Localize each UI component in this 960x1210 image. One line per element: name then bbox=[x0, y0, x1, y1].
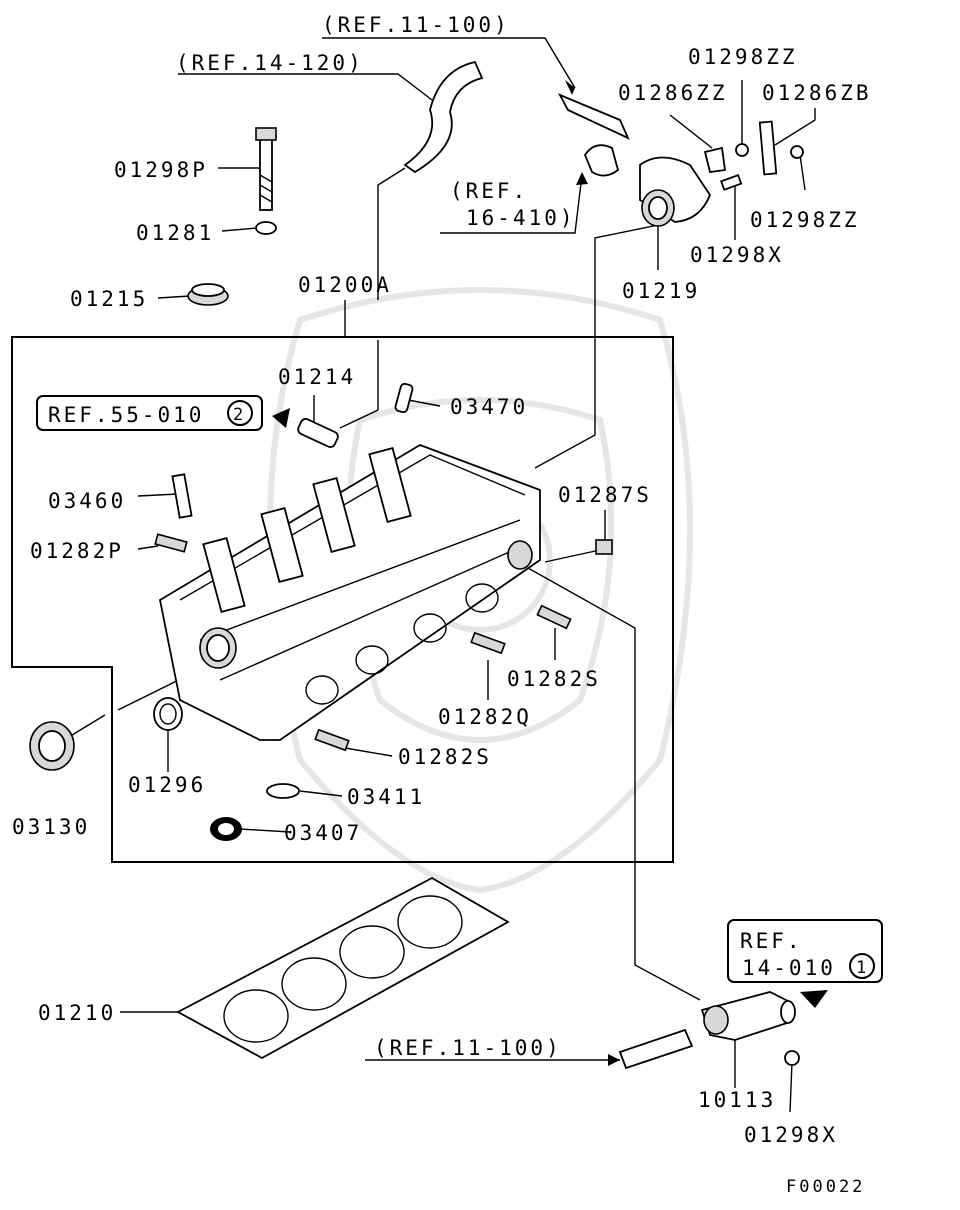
ring-01296 bbox=[153, 697, 183, 731]
ref-55-010-circle bbox=[227, 400, 253, 426]
water-inlet-10113 bbox=[700, 991, 796, 1041]
label-03460: 03460 bbox=[48, 489, 126, 513]
label-03470: 03470 bbox=[450, 395, 528, 419]
label-ref-16-410-a: (REF. bbox=[450, 179, 528, 203]
pin-03470 bbox=[394, 382, 414, 414]
head-gasket-01210 bbox=[176, 876, 510, 1060]
label-ref-55-010: REF.55-010 bbox=[48, 403, 204, 427]
oil-seal-03130 bbox=[29, 721, 75, 771]
ref-14-010-arrow bbox=[800, 990, 828, 1008]
label-01210: 01210 bbox=[38, 1001, 116, 1025]
bolt-01298x-top bbox=[720, 174, 743, 191]
label-01219: 01219 bbox=[622, 279, 700, 303]
label-01282q: 01282Q bbox=[438, 705, 532, 729]
hose-16-410 bbox=[583, 144, 620, 177]
figure-code: F00022 bbox=[786, 1177, 865, 1197]
plug-01287s bbox=[595, 539, 613, 555]
water-outlet-01219 bbox=[639, 156, 712, 227]
stud-01282s-right bbox=[536, 604, 572, 630]
label-01214: 01214 bbox=[278, 365, 356, 389]
label-01287s: 01287S bbox=[558, 483, 652, 507]
ref-14-010-box bbox=[727, 919, 883, 983]
label-ref-14-120: (REF.14-120) bbox=[176, 51, 364, 75]
label-01282s-right: 01282S bbox=[507, 667, 601, 691]
stud-01282p bbox=[154, 533, 188, 553]
label-ref-55-010-num: 2 bbox=[233, 405, 243, 425]
label-01286zz: 01286ZZ bbox=[618, 81, 728, 105]
label-01298p: 01298P bbox=[114, 158, 208, 182]
cylinder-head bbox=[158, 444, 541, 741]
stud-01282q bbox=[470, 631, 506, 655]
label-01282p: 01282P bbox=[30, 539, 124, 563]
label-01298x-top: 01298X bbox=[690, 243, 784, 267]
bracket-01286zb bbox=[758, 120, 778, 176]
label-01281: 01281 bbox=[136, 221, 214, 245]
seal-01215 bbox=[187, 283, 229, 306]
bolt-01298zz-b bbox=[790, 145, 804, 159]
label-ref-16-410-b: 16-410) bbox=[466, 206, 576, 230]
label-ref-14-010-b: 14-010 bbox=[742, 956, 836, 980]
label-03411: 03411 bbox=[347, 785, 425, 809]
pipe-11-100-top bbox=[558, 93, 630, 140]
label-ref-14-010-num: 1 bbox=[856, 958, 866, 978]
label-01298zz-right: 01298ZZ bbox=[750, 208, 860, 232]
assembly-frame bbox=[11, 336, 674, 863]
washer-01281 bbox=[255, 221, 277, 235]
bolt-01298zz-a bbox=[735, 143, 749, 157]
leader-lines bbox=[71, 37, 816, 1113]
ref-55-010-box bbox=[36, 395, 263, 431]
label-10113: 10113 bbox=[698, 1088, 776, 1112]
label-ref-11-100-bottom: (REF.11-100) bbox=[374, 1036, 562, 1060]
bolt-01298p bbox=[255, 127, 277, 211]
label-01215: 01215 bbox=[70, 287, 148, 311]
seal-03407 bbox=[210, 817, 242, 841]
coolant-hose bbox=[403, 60, 484, 174]
gasket-03411 bbox=[266, 783, 300, 799]
label-ref-11-100-top: (REF.11-100) bbox=[322, 13, 510, 37]
ref-14-010-circle bbox=[849, 953, 875, 979]
label-01298x-bottom: 01298X bbox=[744, 1123, 838, 1147]
guide-03460 bbox=[171, 473, 193, 519]
label-01286zb: 01286ZB bbox=[762, 81, 872, 105]
sensor-01214 bbox=[297, 418, 339, 448]
bolt-01298x-bottom bbox=[784, 1050, 800, 1066]
label-01200a: 01200A bbox=[298, 273, 392, 297]
label-01282s-bottom: 01282S bbox=[398, 745, 492, 769]
ref-55-010-arrow bbox=[272, 408, 290, 428]
label-03407: 03407 bbox=[284, 821, 362, 845]
bracket-01286zz bbox=[703, 146, 727, 173]
pipe-11-100-bottom bbox=[618, 1028, 694, 1070]
label-01296: 01296 bbox=[128, 773, 206, 797]
stud-01282s-bottom bbox=[314, 728, 350, 752]
label-03130: 03130 bbox=[12, 815, 90, 839]
label-ref-14-010-a: REF. bbox=[740, 929, 803, 953]
label-01298zz-top: 01298ZZ bbox=[688, 45, 798, 69]
